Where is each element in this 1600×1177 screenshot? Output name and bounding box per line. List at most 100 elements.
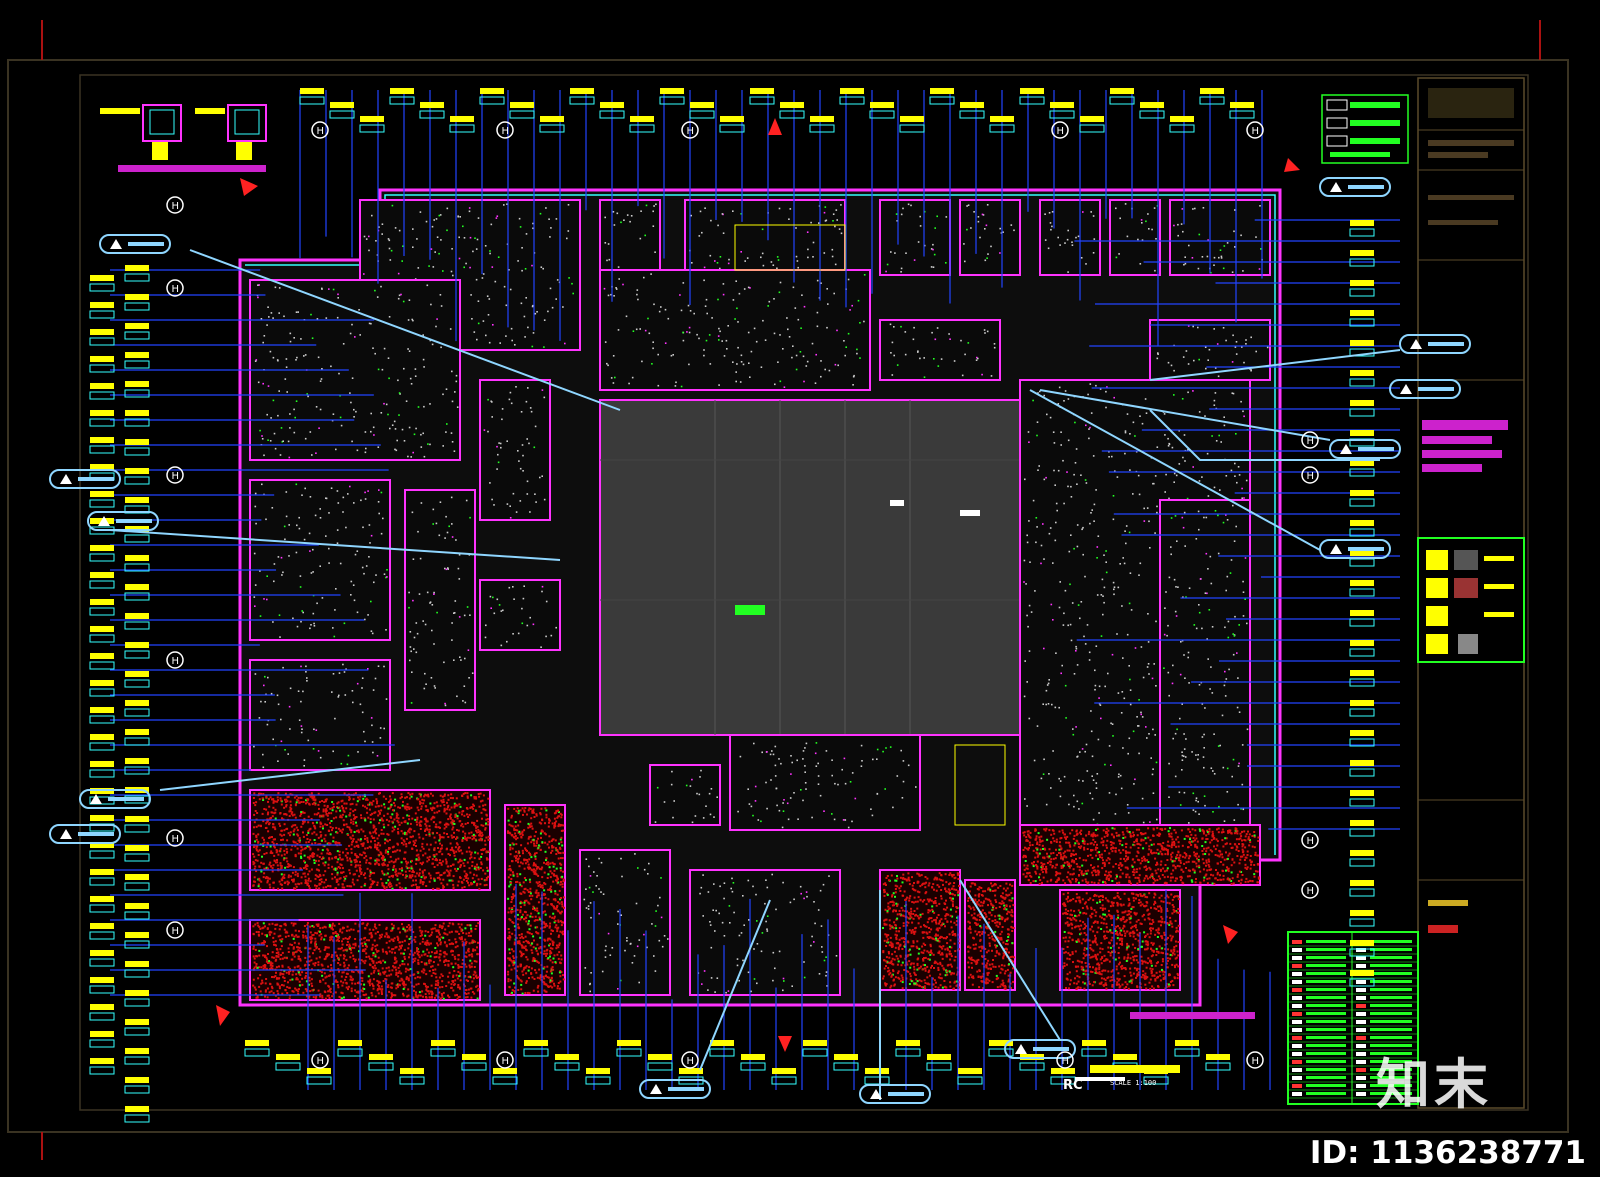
annotation-tag: [89, 356, 115, 373]
callout: [859, 1084, 931, 1104]
annotation-tag: [89, 707, 115, 724]
annotation-tag: [124, 1019, 150, 1036]
callout: [1399, 334, 1471, 354]
annotation-tag: [359, 116, 385, 133]
room: [1169, 199, 1271, 276]
grid-marker: H: [1051, 121, 1069, 139]
grid-marker: H: [166, 196, 184, 214]
annotation-tag: [1349, 580, 1375, 597]
annotation-tag: [585, 1068, 611, 1085]
annotation-tag: [740, 1054, 766, 1071]
callout: [49, 469, 121, 489]
annotation-tag: [89, 1004, 115, 1021]
annotation-tag: [509, 102, 535, 119]
annotation-tag: [124, 1077, 150, 1094]
annotation-tag: [869, 102, 895, 119]
hatch-area: [1059, 889, 1181, 991]
annotation-tag: [124, 439, 150, 456]
annotation-tag: [89, 545, 115, 562]
room: [599, 269, 871, 391]
annotation-tag: [89, 572, 115, 589]
hatch-area: [504, 804, 566, 996]
annotation-tag: [1349, 880, 1375, 897]
atrium: [599, 399, 1031, 736]
annotation-tag: [1349, 760, 1375, 777]
annotation-tag: [124, 1106, 150, 1123]
callout: [1329, 439, 1401, 459]
annotation-tag: [1349, 640, 1375, 657]
annotation-tag: [337, 1040, 363, 1057]
scale-label: SCALE 1:100: [1110, 1079, 1156, 1087]
callout: [1389, 379, 1461, 399]
annotation-tag: [1349, 430, 1375, 447]
annotation-tag: [124, 700, 150, 717]
stairs: [734, 224, 1006, 826]
annotation-tag: [1349, 220, 1375, 237]
annotation-tag: [1169, 116, 1195, 133]
annotation-tag: [1349, 400, 1375, 417]
annotation-tag: [1349, 850, 1375, 867]
annotation-tag: [523, 1040, 549, 1057]
callout: [1319, 539, 1391, 559]
room: [479, 579, 561, 651]
annotation-tag: [306, 1068, 332, 1085]
annotation-tag: [1349, 610, 1375, 627]
annotation-tag: [89, 653, 115, 670]
hatch-area: [879, 869, 961, 991]
grid-marker: H: [681, 1051, 699, 1069]
grid-marker: H: [311, 1051, 329, 1069]
annotation-tag: [244, 1040, 270, 1057]
annotation-tag: [89, 950, 115, 967]
room: [729, 734, 921, 831]
annotation-tag: [1049, 102, 1075, 119]
grid-marker: H: [166, 651, 184, 669]
annotation-tag: [124, 410, 150, 427]
annotation-tag: [124, 294, 150, 311]
annotation-tag: [599, 102, 625, 119]
annotation-tag: [89, 410, 115, 427]
annotation-tag: [124, 497, 150, 514]
callout: [99, 234, 171, 254]
grid-marker: H: [1246, 121, 1264, 139]
red-hatch-areas: [249, 789, 1261, 1001]
annotation-tag: [368, 1054, 394, 1071]
room: [404, 489, 476, 711]
grid-marker: H: [1301, 831, 1319, 849]
annotation-tag: [89, 599, 115, 616]
annotation-tag: [1349, 730, 1375, 747]
annotation-tag: [1174, 1040, 1200, 1057]
annotation-tag: [1079, 116, 1105, 133]
annotation-tag: [1349, 460, 1375, 477]
annotation-tag: [124, 265, 150, 282]
annotation-tag: [839, 88, 865, 105]
annotation-tag: [492, 1068, 518, 1085]
annotation-tag: [929, 88, 955, 105]
annotation-tag: [449, 116, 475, 133]
room: [1159, 499, 1251, 861]
annotation-tag: [1349, 670, 1375, 687]
annotation-tag: [1349, 940, 1375, 957]
annotation-tag: [89, 275, 115, 292]
annotation-tag: [539, 116, 565, 133]
annotation-tag: [678, 1068, 704, 1085]
legend-table: [1287, 931, 1419, 1105]
room: [1109, 199, 1161, 276]
room: [649, 764, 721, 826]
annotation-tag: [647, 1054, 673, 1071]
room: [1149, 319, 1271, 381]
equipment-symbols: [100, 104, 267, 172]
callout-bubbles: [49, 177, 1471, 1104]
annotation-tag: [124, 671, 150, 688]
annotation-tag: [1349, 700, 1375, 717]
bottom-labels: RC SCALE 1:100: [1063, 1012, 1255, 1093]
annotation-tag: [1349, 370, 1375, 387]
annotation-tag: [419, 102, 445, 119]
annotation-tag: [124, 584, 150, 601]
room: [879, 319, 1001, 381]
annotation-tag: [89, 383, 115, 400]
annotation-tag: [616, 1040, 642, 1057]
annotation-tag: [1081, 1040, 1107, 1057]
annotation-tag: [89, 842, 115, 859]
annotation-tags: [89, 88, 1375, 1123]
